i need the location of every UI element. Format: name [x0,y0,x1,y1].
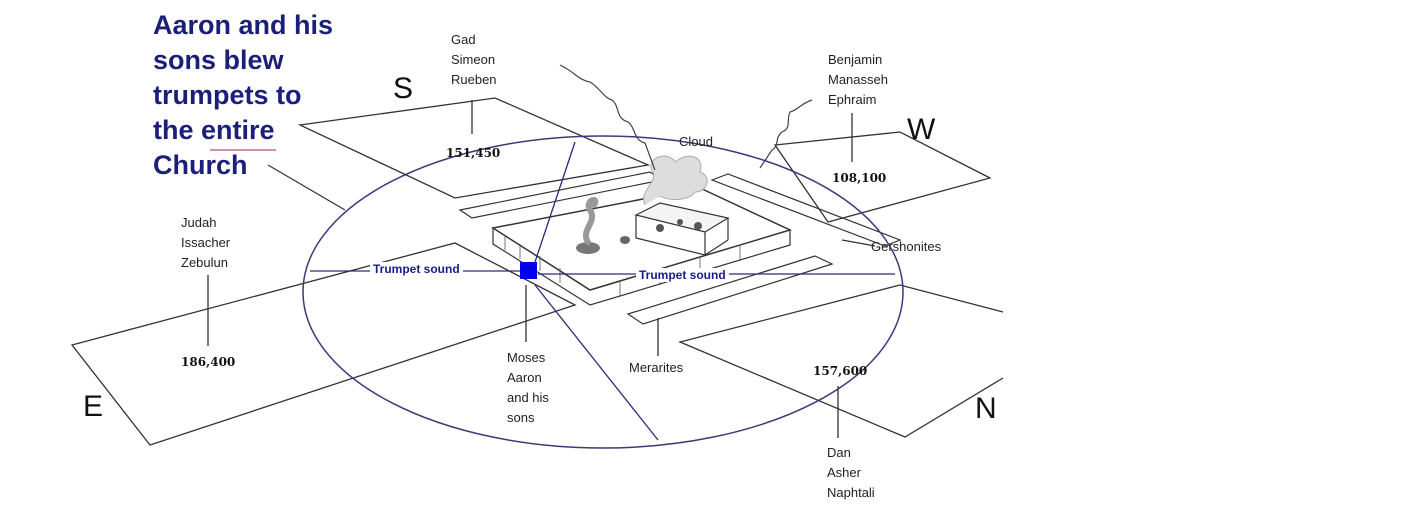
laver [620,236,630,244]
headline-line: Aaron and his [153,10,334,40]
direction-west: W [907,113,936,146]
cloud-line-right [759,99,813,169]
tribe-name: Gad [451,32,476,47]
headline: Aaron and his sons blew trumpets to the … [153,8,373,183]
direction-south: S [393,72,414,105]
north-count: 157,600 [813,364,868,378]
south-camp-plot [297,97,651,199]
east-count: 186,400 [181,355,236,369]
tribe-name: Manasseh [828,72,888,87]
west-tribes: Benjamin Manasseh Ephraim [828,50,888,110]
tribe-name: Rueben [451,72,497,87]
tribe-name: Judah [181,215,217,230]
tribe-name: Asher [827,465,861,480]
west-count: 108,100 [832,171,887,185]
gershonites-label: Gershonites [871,239,942,254]
kohathites-strip [458,171,664,219]
headline-line: the entire [153,115,275,145]
headline-line: sons blew [153,45,284,75]
north-tribes: Dan Asher Naphtali [827,443,875,503]
cloud-pillar [643,155,708,206]
leader-headline [267,164,346,211]
tribe-name: Ephraim [828,92,877,107]
altar [576,242,600,254]
center-line: Aaron [507,370,542,385]
headline-line: Church [153,150,248,180]
altar-smoke [583,196,599,245]
trumpet-label-right: Trumpet sound [636,268,729,282]
courtyard-wall [492,228,791,306]
tribe-name: Issacher [181,235,231,250]
east-camp-plot [70,242,577,446]
direction-east: E [83,390,104,423]
west-camp-plot [773,131,992,223]
center-line: sons [507,410,535,425]
merarites-label: Merarites [629,360,684,375]
center-label: Moses Aaron and his sons [507,348,549,428]
cloud-label: Cloud [679,134,713,149]
merarites-strip [626,255,834,325]
center-line: Moses [507,350,546,365]
tribe-name: Zebulun [181,255,228,270]
tribe-name: Naphtali [827,485,875,500]
leader-gershonites [841,239,876,247]
tent-front [635,215,706,256]
center-line: and his [507,390,549,405]
moses-aaron-marker [520,262,537,279]
courtyard-posts [504,235,741,297]
tribe-name: Dan [827,445,851,460]
headline-line: trumpets to [153,80,302,110]
south-tribes: Gad Simeon Rueben [451,30,497,90]
east-tribes: Judah Issacher Zebulun [181,213,230,273]
trumpet-line-down [534,284,659,441]
trumpet-line-up [534,141,576,263]
direction-north: N [975,392,997,425]
trumpet-label-left: Trumpet sound [370,262,463,276]
cloud-line-left [559,64,656,171]
north-camp-plot [677,284,1004,438]
south-count: 151,450 [446,146,501,160]
camp-circle [302,135,904,449]
tribe-name: Benjamin [828,52,883,67]
tribe-name: Simeon [451,52,496,67]
gershonites-strip [710,173,902,247]
tent-of-meeting [634,202,730,233]
